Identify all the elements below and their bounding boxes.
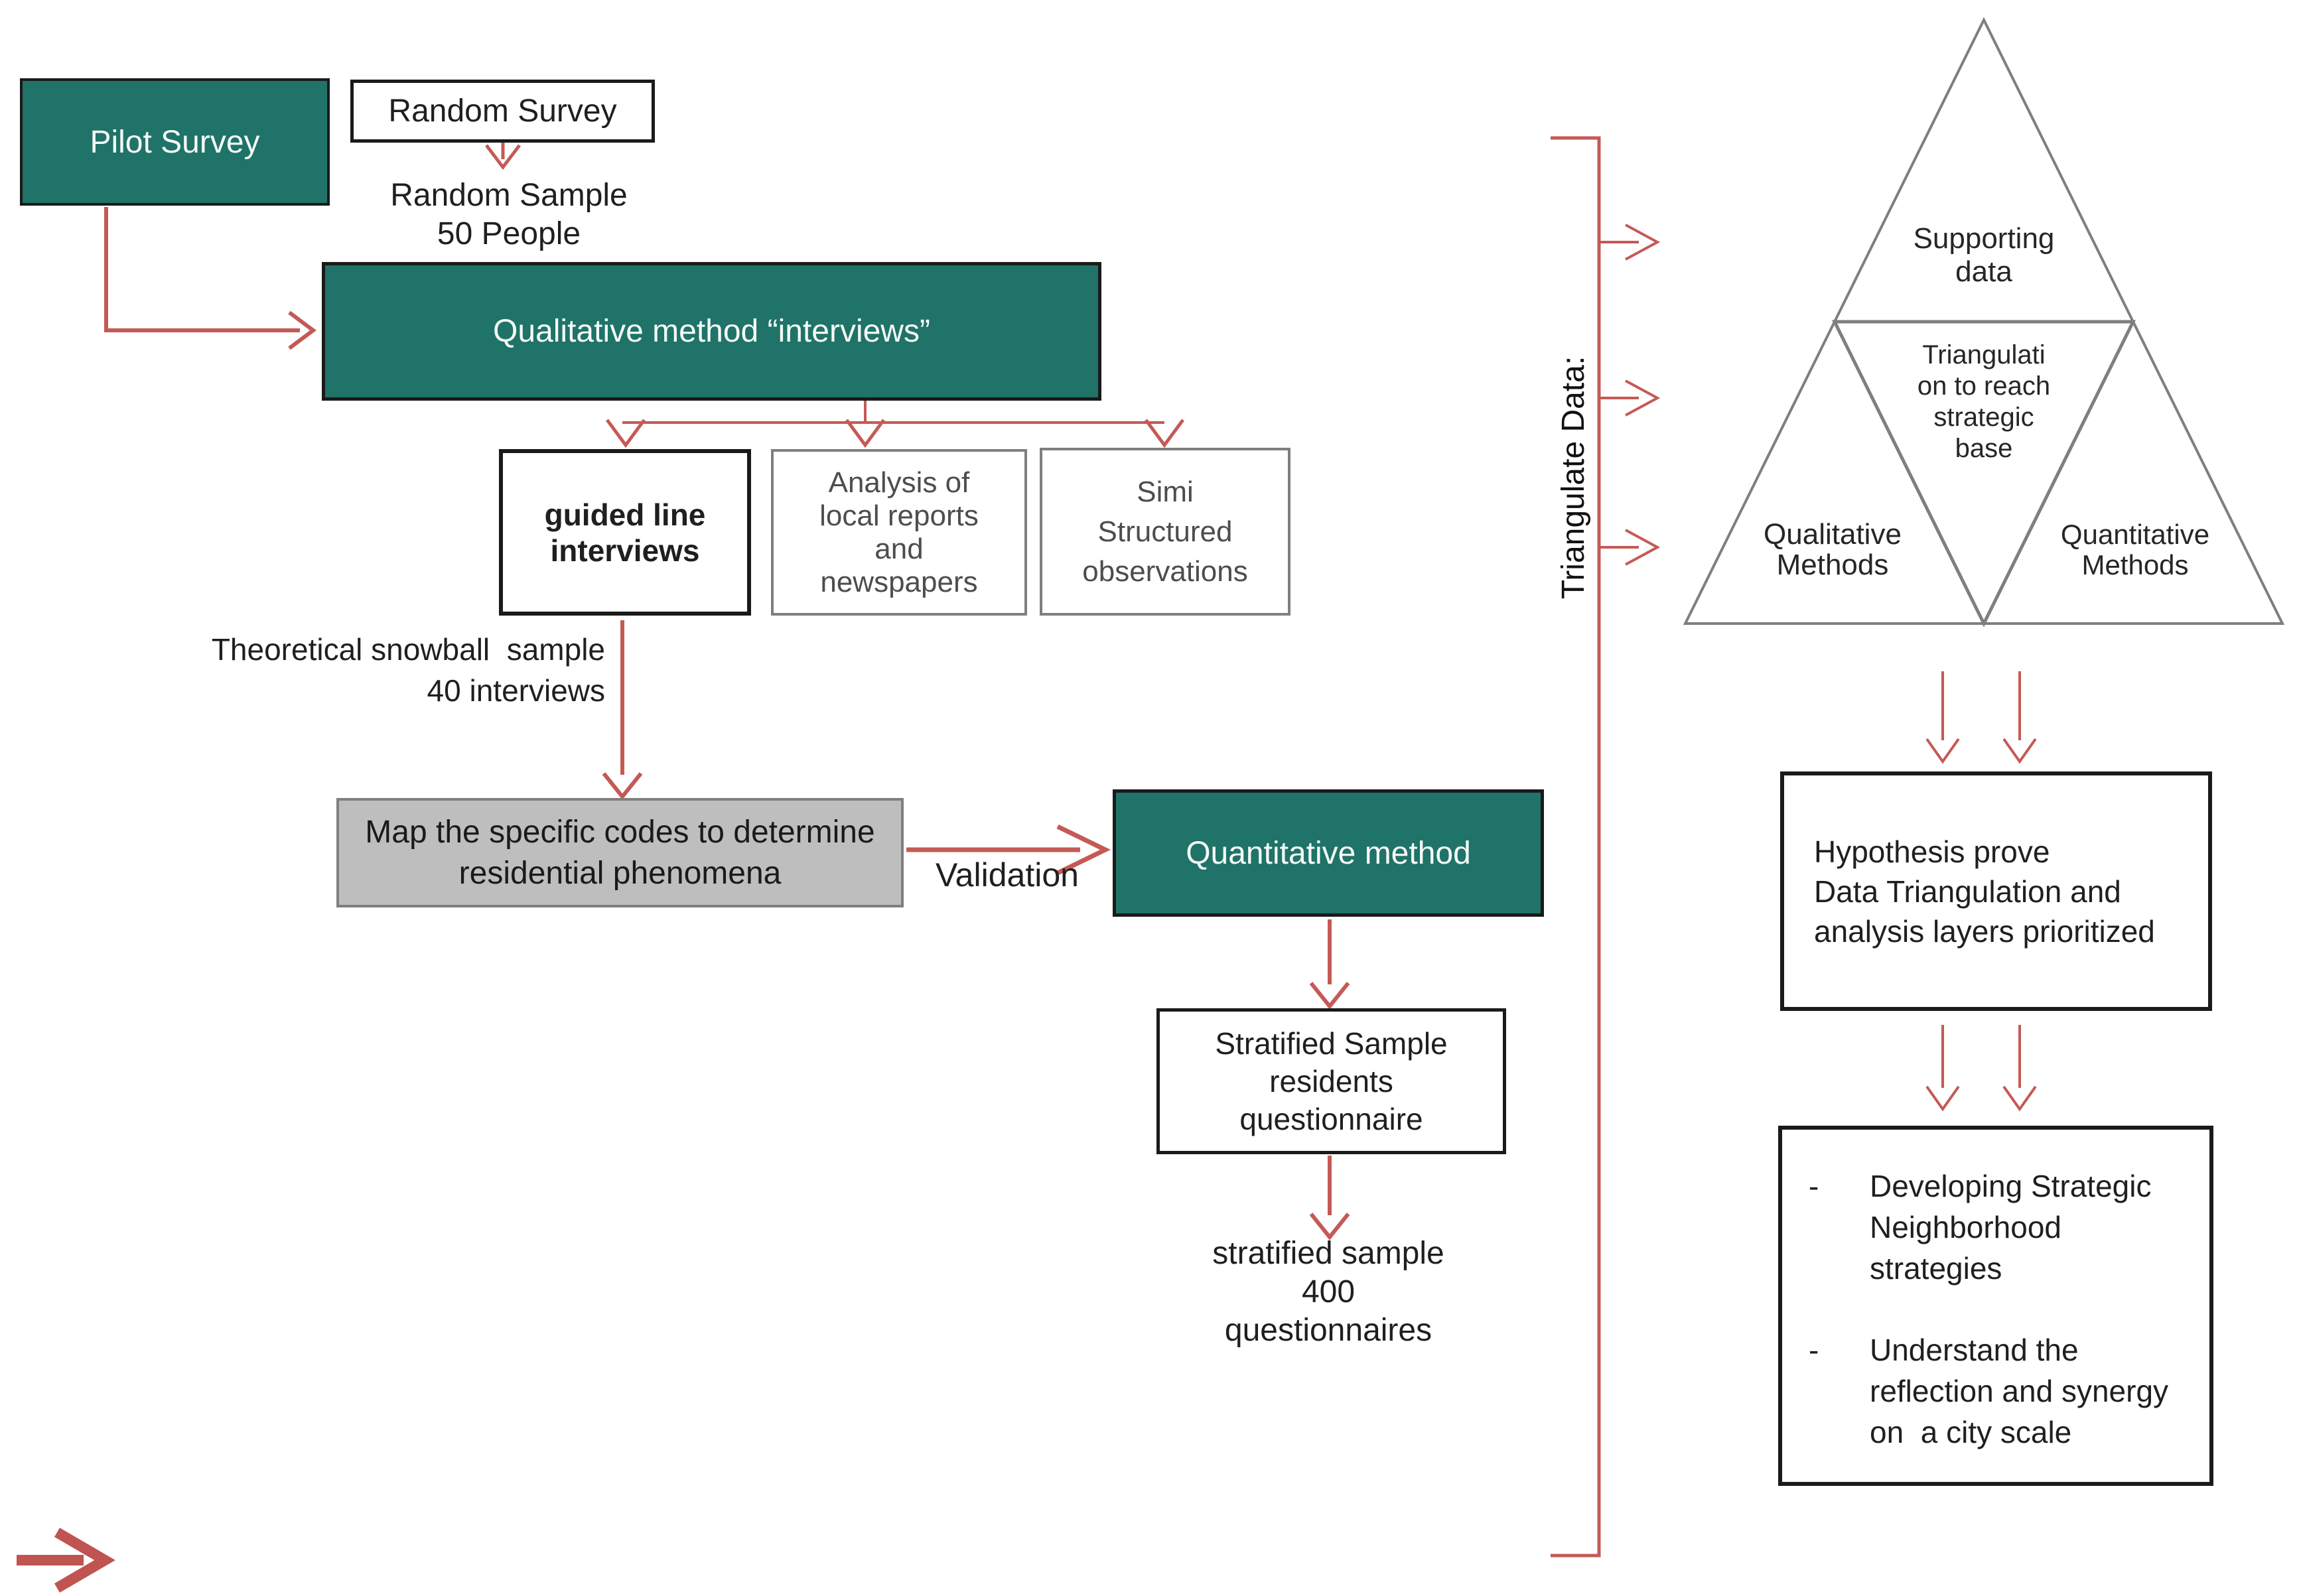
arrowhead-to-guided-line: [605, 419, 646, 448]
triangle-quantitative-label: Quantitative Methods: [2029, 519, 2241, 580]
box-line: residential phenomena: [458, 855, 782, 891]
qualitative-method-box: Qualitative method “interviews”: [322, 262, 1101, 401]
qualitative-method-label: Qualitative method “interviews”: [493, 314, 930, 349]
caption-line: 40 interviews: [427, 673, 605, 708]
random-survey-label: Random Survey: [388, 94, 617, 129]
strategy-bullet-item: - Developing Strategic Neighborhood stra…: [1809, 1165, 2151, 1289]
triangle-qualitative-label: Qualitative Methods: [1726, 519, 1939, 580]
box-line: analysis layers prioritized: [1814, 913, 2155, 949]
box-line: newspapers: [820, 565, 978, 598]
box-line: and: [874, 532, 924, 565]
arrowhead-to-simi: [1144, 419, 1185, 448]
stratified-sample-box: Stratified Sample residents questionnair…: [1156, 1008, 1506, 1154]
bracket-arrowhead-1: [1625, 224, 1661, 261]
arrowhead-stratified-to-caption: [1309, 1213, 1350, 1240]
random-sample-caption: Random Sample 50 People: [356, 176, 662, 253]
caption-line: Random Sample: [390, 178, 628, 213]
bullet-dash: -: [1809, 1169, 1819, 1203]
arrowhead-tri-hyp-right: [2002, 738, 2037, 764]
analysis-reports-box: Analysis of local reports and newspapers: [771, 449, 1027, 616]
arrowhead-to-analysis: [845, 419, 886, 448]
caption-line: stratified sample: [1212, 1236, 1444, 1271]
strategy-box: - Developing Strategic Neighborhood stra…: [1778, 1126, 2213, 1486]
triangle-line: on to reach: [1917, 371, 2051, 401]
triangle-line: Triangulati: [1922, 340, 2046, 369]
arrowhead-tri-hyp-left: [1925, 738, 1960, 764]
guided-line-interviews-box: guided line interviews: [499, 449, 751, 616]
triangle-inner: [1831, 320, 2136, 628]
stratified-caption: stratified sample 400 questionnaires: [1176, 1234, 1481, 1350]
box-line: Stratified Sample: [1215, 1026, 1448, 1061]
triangle-line: Quantitative: [2060, 519, 2210, 550]
triangle-supporting-data-label: Supporting data: [1851, 222, 2117, 289]
strategy-bullet-item: - Understand the reflection and synergy …: [1809, 1329, 2168, 1453]
triangulate-bracket: [1551, 136, 1601, 1558]
box-line: on a city scale: [1870, 1415, 2072, 1449]
box-line: observations: [1082, 555, 1248, 588]
validation-label: Validation: [936, 856, 1079, 894]
triangle-line: Supporting: [1913, 222, 2055, 255]
caption-line: 50 People: [437, 216, 581, 251]
caption-line: 400: [1301, 1274, 1356, 1309]
triangle-line: data: [1955, 255, 2012, 288]
bottom-left-arrowhead: [54, 1528, 115, 1593]
box-line: Analysis of: [828, 466, 970, 499]
arrowhead-hyp-strat-left: [1925, 1085, 1960, 1112]
box-line: Structured: [1097, 515, 1233, 548]
box-line: local reports: [819, 499, 979, 532]
triangle-line: Methods: [1776, 549, 1889, 581]
box-line: Developing Strategic: [1870, 1169, 2152, 1203]
triangle-line: Qualitative: [1764, 518, 1902, 551]
box-line: reflection and synergy: [1870, 1374, 2169, 1408]
caption-line: questionnaires: [1224, 1313, 1432, 1348]
box-line: interviews: [550, 533, 700, 568]
triangle-center-label: Triangulati on to reach strategic base: [1884, 340, 2083, 464]
triangulate-data-label: Triangulate Data:: [1556, 356, 1591, 600]
box-line: residents: [1269, 1063, 1393, 1098]
triangle-line: Methods: [2081, 549, 2189, 580]
caption-line: Theoretical snowball sample: [211, 632, 605, 667]
arrowhead-validation: [1056, 824, 1111, 876]
box-line: Simi: [1137, 475, 1194, 508]
box-line: questionnaire: [1239, 1101, 1423, 1136]
map-codes-box: Map the specific codes to determine resi…: [336, 798, 904, 907]
box-line: Understand the: [1870, 1333, 2079, 1367]
arrowhead-guided-to-map: [602, 772, 643, 800]
box-line: Data Triangulation and: [1814, 874, 2121, 909]
box-line: strategies: [1870, 1251, 2002, 1286]
box-line: Map the specific codes to determine: [365, 814, 875, 850]
quantitative-method-label: Quantitative method: [1186, 835, 1471, 871]
arrowhead-random-survey-down: [485, 144, 521, 170]
hypothesis-box: Hypothesis prove Data Triangulation and …: [1780, 771, 2212, 1011]
simi-structured-box: Simi Structured observations: [1040, 448, 1290, 616]
random-survey-box: Random Survey: [350, 80, 655, 143]
box-line: Hypothesis prove: [1814, 834, 2050, 869]
arrowhead-pilot-to-qualitative: [288, 310, 316, 350]
bullet-dash: -: [1809, 1333, 1819, 1367]
snowball-sample-caption: Theoretical snowball sample 40 interview…: [207, 629, 605, 711]
box-line: guided line: [544, 497, 706, 532]
pilot-survey-box: Pilot Survey: [20, 78, 330, 206]
arrowhead-quant-to-stratified: [1309, 982, 1350, 1010]
arrow-pilot-to-qualitative: [104, 207, 300, 332]
bracket-arrowhead-2: [1625, 379, 1661, 417]
box-line: Neighborhood: [1870, 1210, 2062, 1244]
quantitative-method-box: Quantitative method: [1113, 789, 1544, 917]
triangle-line: strategic: [1933, 403, 2034, 432]
triangle-line: base: [1955, 434, 2013, 463]
arrowhead-hyp-strat-right: [2002, 1085, 2037, 1112]
bracket-arrowhead-3: [1625, 529, 1661, 566]
pilot-survey-label: Pilot Survey: [90, 124, 260, 160]
